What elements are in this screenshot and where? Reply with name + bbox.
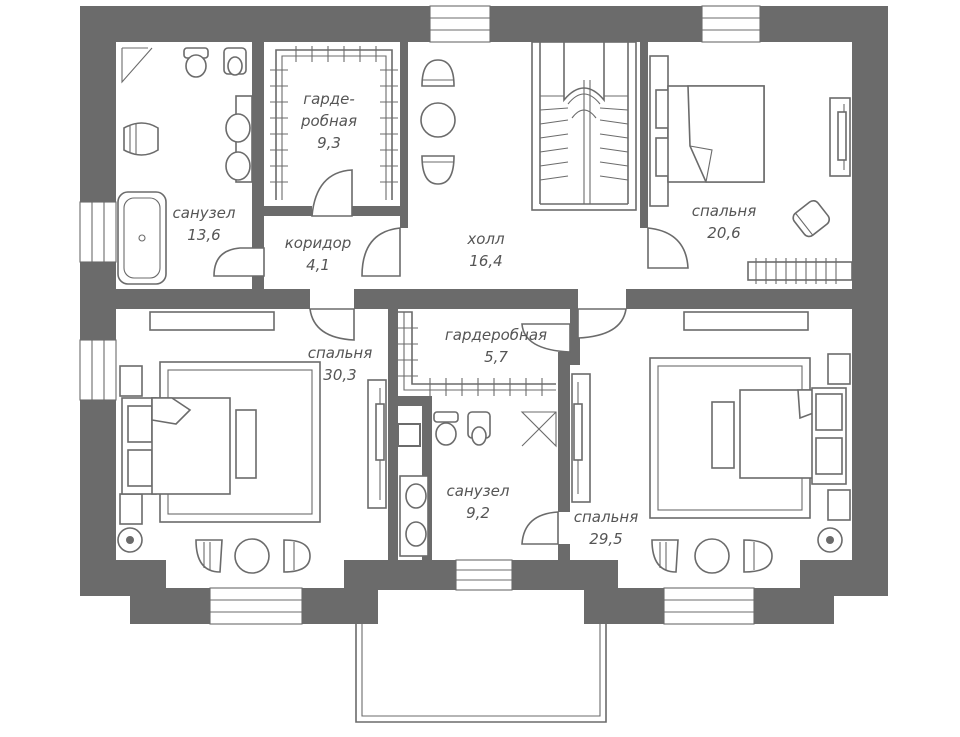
bedroom3-fixtures	[571, 311, 851, 574]
doors	[213, 169, 689, 545]
door-wardrobe1	[311, 169, 353, 217]
room-area-bath2: 9,2	[466, 504, 490, 522]
window-bottom-bath	[455, 559, 513, 591]
door-wardrobe2	[521, 323, 571, 353]
door-bedroom2	[309, 308, 355, 341]
room-name-bedroom2: спальня	[308, 344, 373, 362]
door-bath1	[213, 247, 265, 277]
room-area-wardrobe1: 9,3	[317, 134, 341, 152]
bedroom1-fixtures	[649, 55, 853, 284]
bath1-fixtures	[117, 47, 253, 285]
room-area-wardrobe2: 5,7	[484, 348, 508, 366]
window-top-hall	[429, 5, 491, 43]
room-name-wardrobe1-line1: гарде-	[303, 90, 355, 108]
windows	[79, 5, 761, 625]
wardrobe2-fixtures	[398, 311, 556, 396]
bath2-fixtures	[399, 411, 557, 557]
staircase	[531, 41, 637, 211]
window-bottom-left	[209, 587, 303, 625]
bedroom2-fixtures	[117, 311, 387, 574]
door-bath2	[521, 511, 559, 545]
door-bedroom1	[647, 227, 689, 269]
door-corridor-hall	[361, 227, 401, 277]
door-hall-bedroom3	[577, 308, 627, 339]
exterior-walls	[80, 6, 888, 624]
room-area-bath1: 13,6	[187, 226, 220, 244]
room-name-corridor: коридор	[285, 234, 352, 252]
room-name-bedroom3: спальня	[574, 508, 639, 526]
balcony	[355, 624, 607, 723]
hall-fixtures	[420, 59, 456, 185]
room-area-bedroom1: 20,6	[707, 224, 740, 242]
room-labels: санузел 13,6 гарде- робная 9,3 коридор 4…	[173, 90, 757, 548]
window-top-bedroom	[701, 5, 761, 43]
room-name-bath1: санузел	[173, 204, 236, 222]
room-name-wardrobe1-line2: робная	[300, 112, 357, 130]
room-area-bedroom2: 30,3	[323, 366, 356, 384]
wardrobe1-fixtures	[270, 46, 398, 200]
room-name-hall: холл	[466, 230, 505, 248]
room-area-bedroom3: 29,5	[589, 530, 622, 548]
room-name-bedroom1: спальня	[692, 202, 757, 220]
room-name-wardrobe2: гардеробная	[445, 326, 547, 344]
window-bottom-right	[663, 587, 755, 625]
interior-walls	[116, 42, 852, 560]
window-left-bedroom	[79, 339, 117, 401]
window-left-bath	[79, 201, 117, 263]
room-area-hall: 16,4	[469, 252, 502, 270]
room-name-bath2: санузел	[447, 482, 510, 500]
room-area-corridor: 4,1	[306, 256, 330, 274]
